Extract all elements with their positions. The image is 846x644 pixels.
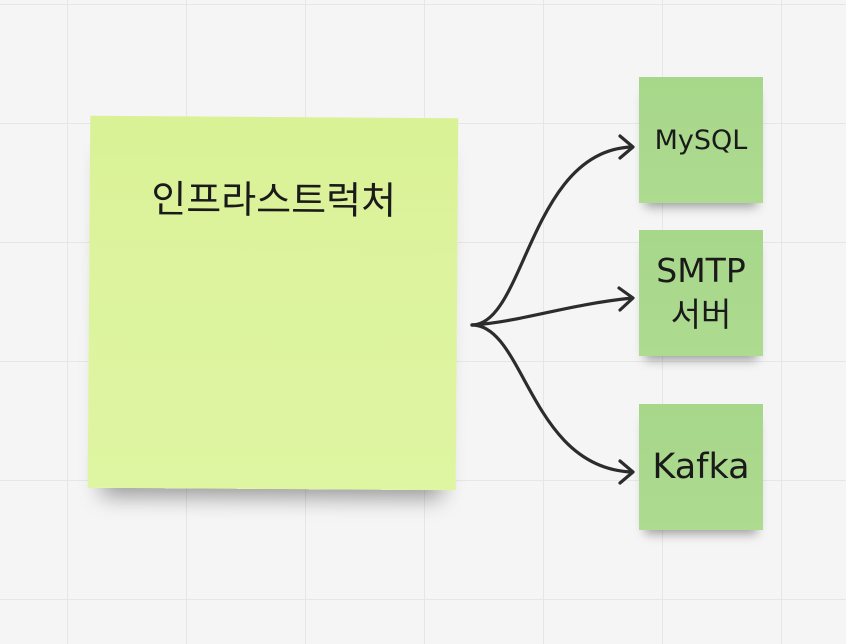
sticky-note-label: Kafka — [652, 447, 750, 487]
sticky-note-smtp-server[interactable]: SMTP 서버 — [639, 230, 763, 356]
sticky-note-kafka[interactable]: Kafka — [639, 404, 763, 530]
sticky-note-label-line1: SMTP — [656, 251, 746, 290]
sticky-note-title: 인프라스트럭처 — [151, 177, 397, 223]
connector-arrow-mysql[interactable] — [470, 145, 634, 327]
connector-arrow-smtp[interactable] — [470, 296, 634, 327]
sticky-note-label: MySQL — [654, 124, 748, 156]
sticky-note-label-line2: 서버 — [670, 295, 732, 334]
connector-arrow-kafka[interactable] — [470, 323, 634, 474]
sticky-note-infrastructure[interactable]: 인프라스트럭처 — [87, 115, 459, 491]
arrowhead-icon — [618, 459, 635, 485]
arrowhead-icon — [618, 134, 635, 160]
arrowhead-icon — [617, 286, 635, 312]
sticky-note-mysql[interactable]: MySQL — [639, 77, 763, 203]
